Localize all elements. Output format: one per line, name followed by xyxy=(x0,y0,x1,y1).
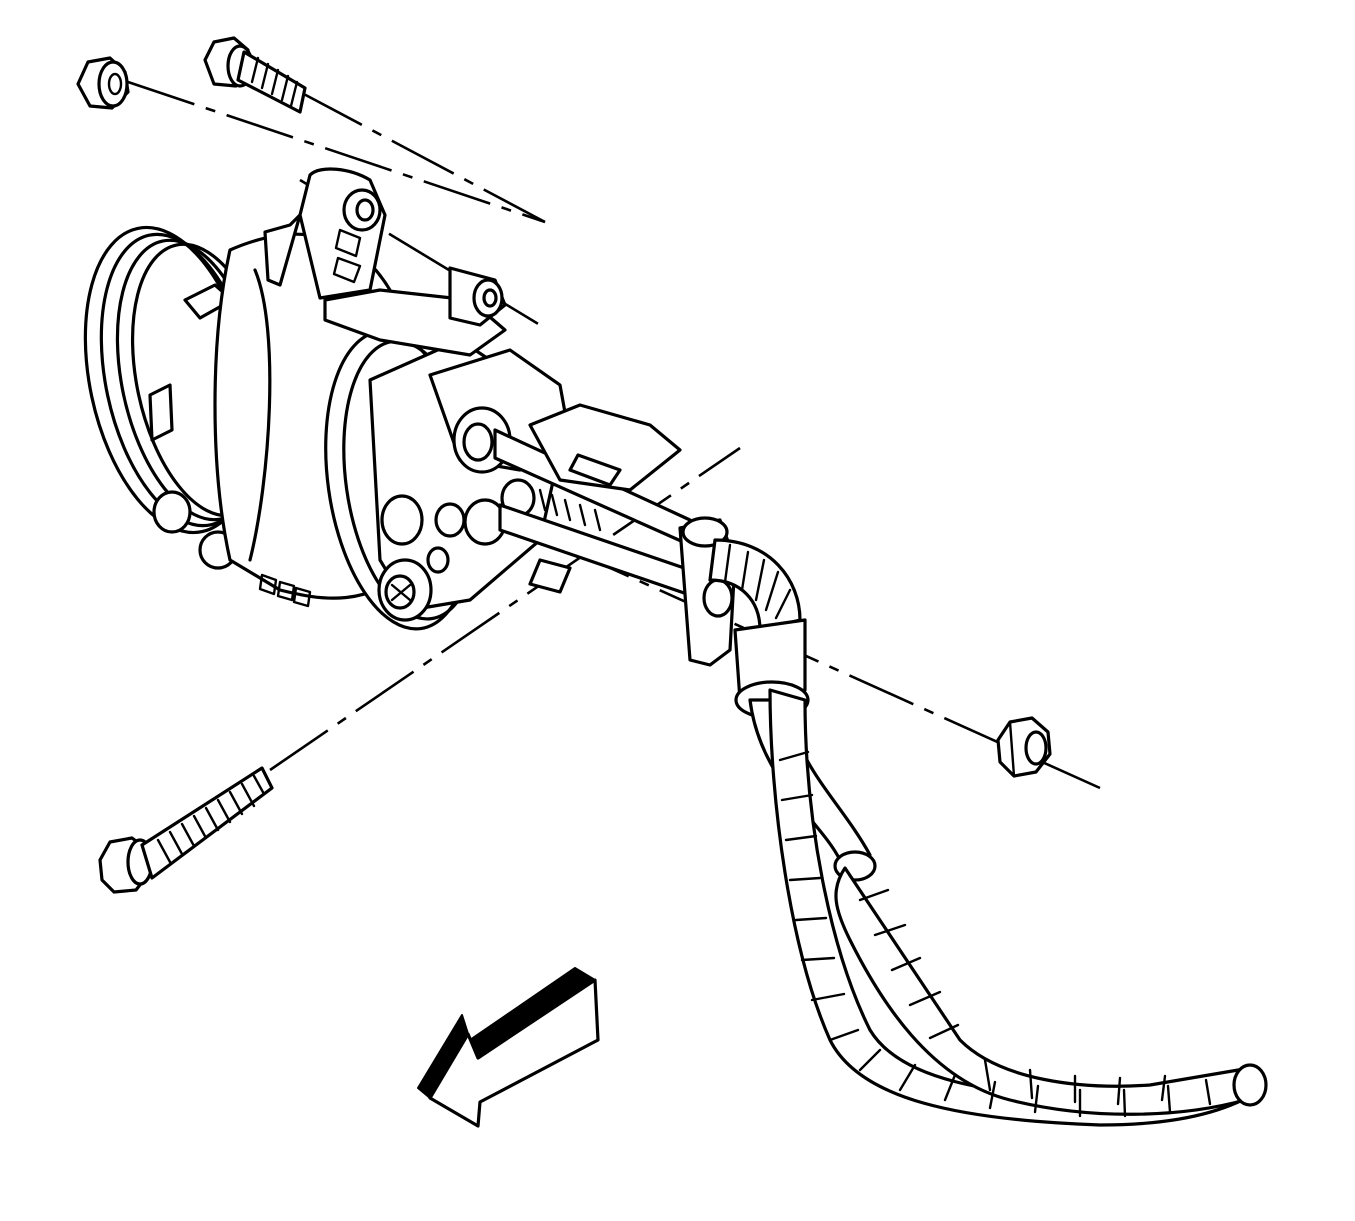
axis-lower-bolt xyxy=(269,446,741,772)
long-bolt-icon xyxy=(98,766,274,894)
hose-ribs xyxy=(778,750,1212,1118)
hose-manifold-icon xyxy=(428,348,692,597)
axis-upper-through xyxy=(299,90,546,224)
axis-upper-bolt xyxy=(127,80,546,224)
mounting-bracket-icon xyxy=(263,167,507,357)
bolt-upper-icon xyxy=(203,36,307,114)
direction-arrow-icon xyxy=(417,967,600,1128)
hex-nut-icon xyxy=(996,716,1052,778)
hose-assembly-icon xyxy=(678,516,1268,1127)
nut-upper-icon xyxy=(76,56,130,110)
